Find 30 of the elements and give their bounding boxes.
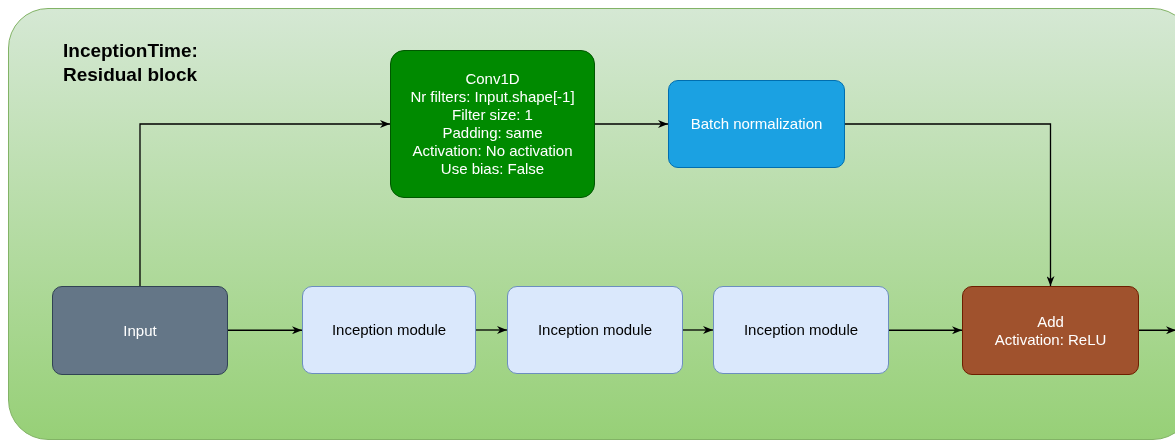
arrow: [844, 123, 1055, 287]
arrow: [139, 120, 391, 287]
arrow: [682, 326, 714, 334]
arrow: [1138, 326, 1175, 335]
process-box: [390, 50, 595, 198]
process-box: [962, 286, 1139, 375]
arrow: [594, 120, 669, 128]
box-label: Inception module: [743, 321, 859, 339]
input-box: [52, 286, 228, 375]
arrow: [227, 326, 303, 335]
box-label: Conv1D: [465, 70, 520, 88]
box-label: Inception module: [537, 321, 653, 339]
box-label: Filter size: 1: [452, 106, 533, 124]
arrow: [475, 326, 508, 334]
box-label: Nr filters: Input.shape[-1]: [410, 88, 575, 106]
group-panel: [8, 8, 1175, 440]
box-label: Input: [123, 321, 157, 340]
arrow: [888, 326, 963, 335]
box-label: Use bias: False: [440, 160, 545, 178]
box-label: Add: [1037, 312, 1064, 331]
process-box: [668, 80, 845, 168]
box-label: Activation: ReLU: [994, 330, 1107, 349]
group-title: InceptionTime: Residual block: [63, 39, 199, 87]
process-box: [713, 286, 889, 374]
box-label: Batch normalization: [690, 115, 823, 133]
box-label: Padding: same: [442, 124, 543, 142]
process-box: [302, 286, 476, 374]
process-box: [507, 286, 683, 374]
box-label: Activation: No activation: [412, 142, 573, 160]
box-label: Inception module: [331, 321, 447, 339]
